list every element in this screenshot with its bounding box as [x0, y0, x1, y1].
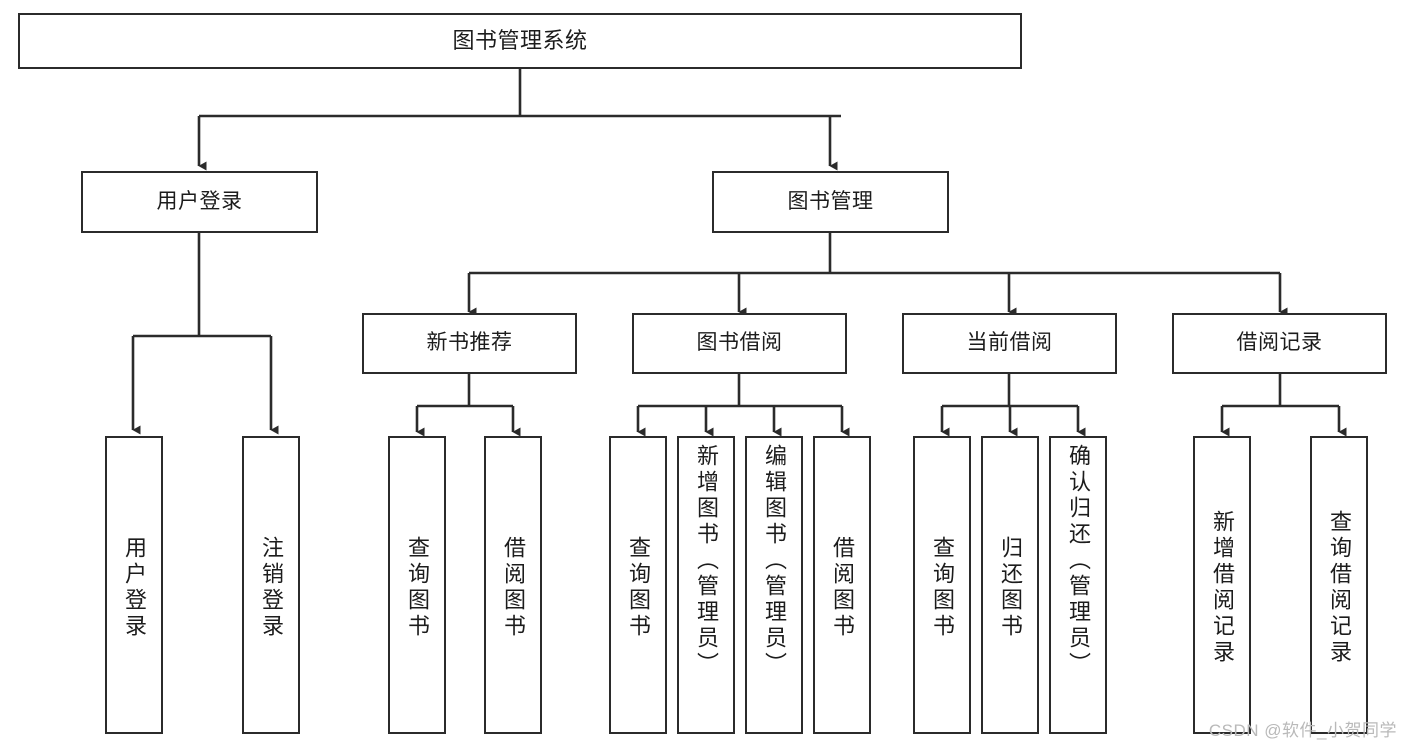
- node-label: 用户登录: [156, 189, 243, 213]
- node-label: 注销登录: [259, 536, 284, 640]
- node-label: 新增图书（管理员）: [694, 444, 719, 678]
- node-label: 查询图书: [405, 536, 430, 640]
- node-leaf-confirm-return-admin[interactable]: 确认归还（管理员）: [1049, 436, 1107, 734]
- book-manage-connectors: [467, 233, 1288, 317]
- node-leaf-add-borrow-record[interactable]: 新增借阅记录: [1193, 436, 1251, 734]
- node-label: 查询图书: [930, 536, 955, 640]
- node-borrow-record[interactable]: 借阅记录: [1172, 313, 1387, 374]
- node-label: 新书推荐: [426, 331, 513, 355]
- node-leaf-edit-book-admin[interactable]: 编辑图书（管理员）: [745, 436, 803, 734]
- node-root-library-system[interactable]: 图书管理系统: [18, 13, 1022, 69]
- node-leaf-user-login[interactable]: 用户登录: [105, 436, 163, 734]
- node-leaf-query-book-current[interactable]: 查询图书: [913, 436, 971, 734]
- book-borrow-connectors: [636, 374, 850, 437]
- node-label: 当前借阅: [966, 331, 1053, 355]
- node-label: 归还图书: [998, 536, 1023, 640]
- node-label: 图书借阅: [696, 331, 783, 355]
- node-leaf-query-borrow-record[interactable]: 查询借阅记录: [1310, 436, 1368, 734]
- node-label: 确认归还（管理员）: [1066, 444, 1091, 678]
- node-label: 查询借阅记录: [1327, 510, 1352, 666]
- node-label: 借阅记录: [1236, 331, 1323, 355]
- current-borrow-connectors: [940, 374, 1086, 437]
- node-leaf-query-book-recommend[interactable]: 查询图书: [388, 436, 446, 734]
- node-leaf-logout[interactable]: 注销登录: [242, 436, 300, 734]
- node-label: 查询图书: [626, 536, 651, 640]
- node-label: 新增借阅记录: [1210, 510, 1235, 666]
- node-book-management[interactable]: 图书管理: [712, 171, 949, 233]
- node-leaf-return-book[interactable]: 归还图书: [981, 436, 1039, 734]
- node-book-borrow[interactable]: 图书借阅: [632, 313, 847, 374]
- node-leaf-borrow-book[interactable]: 借阅图书: [813, 436, 871, 734]
- node-label: 借阅图书: [830, 536, 855, 640]
- node-label: 图书管理系统: [452, 28, 588, 54]
- node-new-book-recommend[interactable]: 新书推荐: [362, 313, 577, 374]
- node-label: 借阅图书: [501, 536, 526, 640]
- node-label: 图书管理: [787, 189, 874, 213]
- node-leaf-query-book-borrow[interactable]: 查询图书: [609, 436, 667, 734]
- node-leaf-add-book-admin[interactable]: 新增图书（管理员）: [677, 436, 735, 734]
- node-label: 编辑图书（管理员）: [762, 444, 787, 678]
- new-book-connectors: [415, 374, 521, 437]
- node-label: 用户登录: [122, 536, 147, 640]
- root-connectors: [197, 69, 841, 171]
- node-current-borrow[interactable]: 当前借阅: [902, 313, 1117, 374]
- borrow-record-connectors: [1220, 374, 1347, 437]
- node-user-login[interactable]: 用户登录: [81, 171, 318, 233]
- node-leaf-borrow-book-recommend[interactable]: 借阅图书: [484, 436, 542, 734]
- user-login-connectors: [131, 233, 279, 435]
